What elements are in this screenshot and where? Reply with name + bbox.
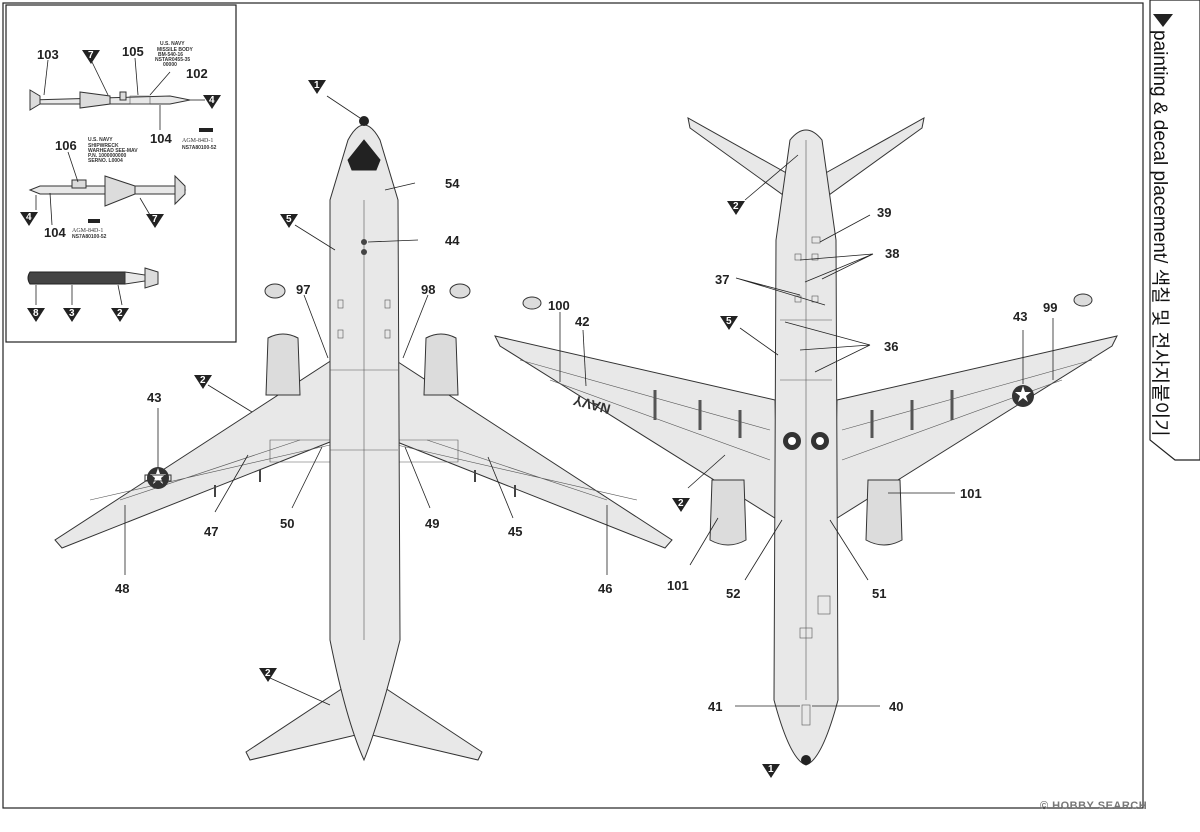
mark-7-inset-b: 7 xyxy=(146,214,164,228)
mark-2-top-tail: 2 xyxy=(259,668,277,682)
callout-36: 36 xyxy=(884,339,898,354)
side-tab-arrow-icon xyxy=(1153,14,1173,27)
svg-text:2: 2 xyxy=(265,668,271,679)
mark-7-inset-a: 7 xyxy=(82,50,100,64)
svg-text:7: 7 xyxy=(88,50,94,61)
missile2-stencil-5: SERNO. L0004 xyxy=(88,158,123,164)
svg-text:1: 1 xyxy=(768,764,774,775)
missile2-label-bar xyxy=(88,219,100,223)
missile2-stencil-3: WARHEAD SEE-MAV xyxy=(88,148,138,154)
callout-43a: 43 xyxy=(147,390,161,405)
svg-text:2: 2 xyxy=(678,498,684,509)
mark-4-inset-a: 4 xyxy=(203,95,221,109)
missile-top xyxy=(29,89,191,111)
svg-text:3: 3 xyxy=(69,308,75,319)
callout-106: 106 xyxy=(55,138,77,153)
mark-8-inset: 8 xyxy=(27,308,45,322)
callout-49: 49 xyxy=(425,516,439,531)
mark-2-top-wing: 2 xyxy=(194,375,212,389)
missile2-label: AGM-84D-1 xyxy=(72,228,103,234)
callout-39: 39 xyxy=(877,205,891,220)
missile2-stencil-2: SHIPWRECK xyxy=(88,143,119,149)
missile1-stencil-5: 00000 xyxy=(163,62,177,68)
missile1-label-bar xyxy=(199,128,213,132)
callout-101a: 101 xyxy=(667,578,689,593)
mark-5-top: 5 xyxy=(280,214,298,228)
callout-52: 52 xyxy=(726,586,740,601)
callout-47: 47 xyxy=(204,524,218,539)
callout-105: 105 xyxy=(122,44,144,59)
mark-2-inset: 2 xyxy=(111,308,129,322)
mark-1-top: 1 xyxy=(308,80,326,94)
mark-1-bottom: 1 xyxy=(762,764,780,778)
callout-104a: 104 xyxy=(150,131,172,146)
missile1-stencil-3: BM-540-16 xyxy=(158,52,183,58)
svg-text:5: 5 xyxy=(286,214,292,225)
callout-45: 45 xyxy=(508,524,522,539)
callout-50: 50 xyxy=(280,516,294,531)
callout-40: 40 xyxy=(889,699,903,714)
svg-text:4: 4 xyxy=(209,95,215,106)
missile2-sub: NS7A80100-52 xyxy=(72,234,107,240)
torpedo xyxy=(27,267,159,289)
callout-99: 99 xyxy=(1043,300,1057,315)
callout-41: 41 xyxy=(708,699,722,714)
mark-2-bottom-tail: 2 xyxy=(727,201,745,215)
svg-text:2: 2 xyxy=(733,201,739,212)
aircraft-bottom-view xyxy=(494,117,1118,766)
missile1-stencil-4: NSTAR0455-35 xyxy=(155,57,190,63)
page-title: painting & decal placement/ 색칠 및 전사지붙이기 xyxy=(1149,30,1170,437)
callout-37: 37 xyxy=(715,272,729,287)
watermark-logo: © HOBBY SEARCH xyxy=(1040,800,1148,812)
aircraft-top-view xyxy=(54,116,673,762)
mark-3-inset: 3 xyxy=(63,308,81,322)
inset-box xyxy=(5,4,237,343)
callout-51: 51 xyxy=(872,586,886,601)
missile2-stencil-4: P.N. 1000000000 xyxy=(88,153,126,159)
callout-42: 42 xyxy=(575,314,589,329)
page-border xyxy=(2,2,1144,809)
missile-bottom xyxy=(28,174,187,207)
callout-48: 48 xyxy=(115,581,129,596)
mark-2-bottom-wing: 2 xyxy=(672,498,690,512)
missile1-label: AGM-84D-1 xyxy=(182,138,213,144)
callout-103: 103 xyxy=(37,47,59,62)
callout-97: 97 xyxy=(296,282,310,297)
callout-102: 102 xyxy=(186,66,208,81)
callout-46: 46 xyxy=(598,581,612,596)
missile1-sub: NS7A80100-52 xyxy=(182,145,217,151)
callout-98: 98 xyxy=(421,282,435,297)
svg-text:4: 4 xyxy=(26,212,32,223)
mark-4-inset-b: 4 xyxy=(20,212,38,226)
missile1-stencil-1: U.S. NAVY xyxy=(160,41,185,47)
missile1-stencil-2: MISSILE BODY xyxy=(157,47,194,53)
svg-text:2: 2 xyxy=(117,308,123,319)
callout-101b: 101 xyxy=(960,486,982,501)
callout-100: 100 xyxy=(548,298,570,313)
callout-54: 54 xyxy=(445,176,460,191)
side-tab-shape xyxy=(1149,0,1200,461)
callout-44: 44 xyxy=(445,233,460,248)
svg-text:5: 5 xyxy=(726,316,732,327)
mark-5-bottom: 5 xyxy=(720,316,738,330)
svg-text:8: 8 xyxy=(33,308,39,319)
callout-104b: 104 xyxy=(44,225,66,240)
callout-43b: 43 xyxy=(1013,309,1027,324)
svg-text:2: 2 xyxy=(200,375,206,386)
svg-text:7: 7 xyxy=(152,214,158,225)
svg-text:1: 1 xyxy=(314,80,320,91)
missile2-stencil-1: U.S. NAVY xyxy=(88,137,113,143)
callout-38: 38 xyxy=(885,246,899,261)
